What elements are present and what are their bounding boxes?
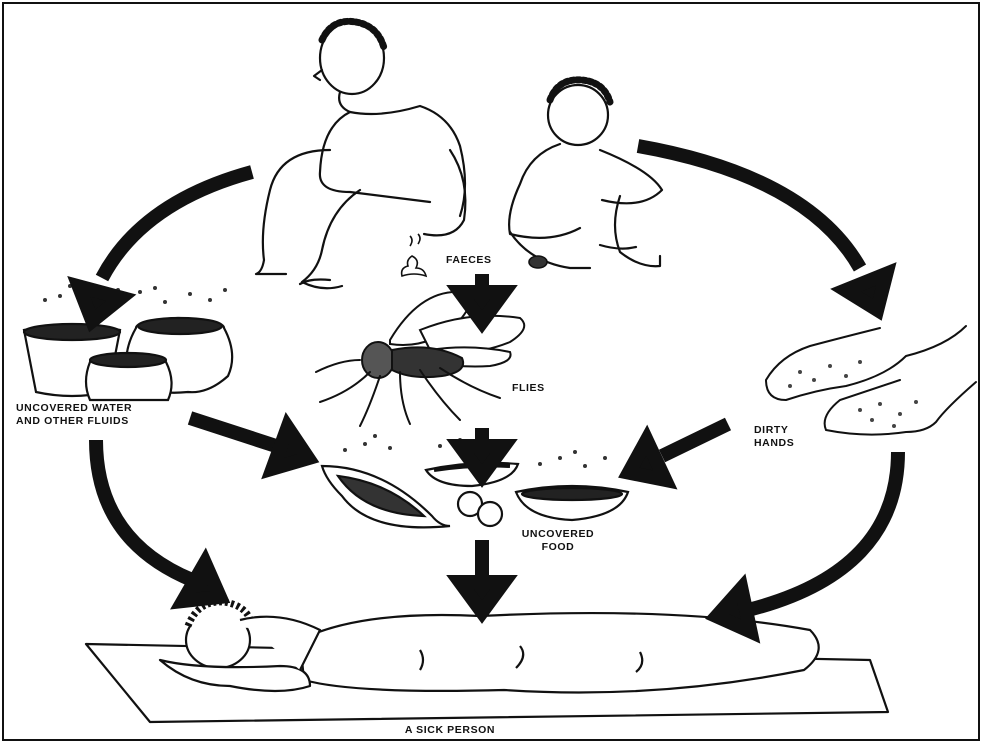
sick-person-label: A SICK PERSON xyxy=(380,724,520,737)
dirty-hands-label-line2: HANDS xyxy=(754,437,794,450)
squatting-child-figure xyxy=(509,80,662,268)
arrow-faeces-to-flies xyxy=(460,274,504,322)
faeces-label: FAECES xyxy=(446,254,492,267)
sick-person-illustration xyxy=(86,602,888,722)
arrow-faeces-to-water xyxy=(71,172,252,327)
arrow-hands-to-sick-person xyxy=(712,452,898,638)
arrow-faeces-to-hands xyxy=(638,146,898,318)
uncovered-water-label-line1: UNCOVERED WATER xyxy=(16,402,132,415)
arrow-food-to-sick-person xyxy=(460,540,504,612)
flies-label: FLIES xyxy=(512,382,545,395)
arrow-water-to-sick-person xyxy=(96,440,231,616)
uncovered-water-label-line2: AND OTHER FLUIDS xyxy=(16,415,132,428)
arrow-water-to-food xyxy=(190,418,316,479)
squatting-adult-figure xyxy=(256,21,465,288)
uncovered-water-label: UNCOVERED WATER AND OTHER FLUIDS xyxy=(16,402,132,428)
dirty-hands-label-line1: DIRTY xyxy=(754,424,794,437)
uncovered-water-pots xyxy=(24,284,232,400)
uncovered-food-label-line2: FOOD xyxy=(506,541,610,554)
uncovered-food-label: UNCOVERED FOOD xyxy=(506,528,610,554)
dirty-hands-illustration xyxy=(766,326,976,435)
arrow-hands-to-food xyxy=(620,424,728,493)
dirty-hands-label: DIRTY HANDS xyxy=(754,424,794,450)
uncovered-food-label-line1: UNCOVERED xyxy=(506,528,610,541)
